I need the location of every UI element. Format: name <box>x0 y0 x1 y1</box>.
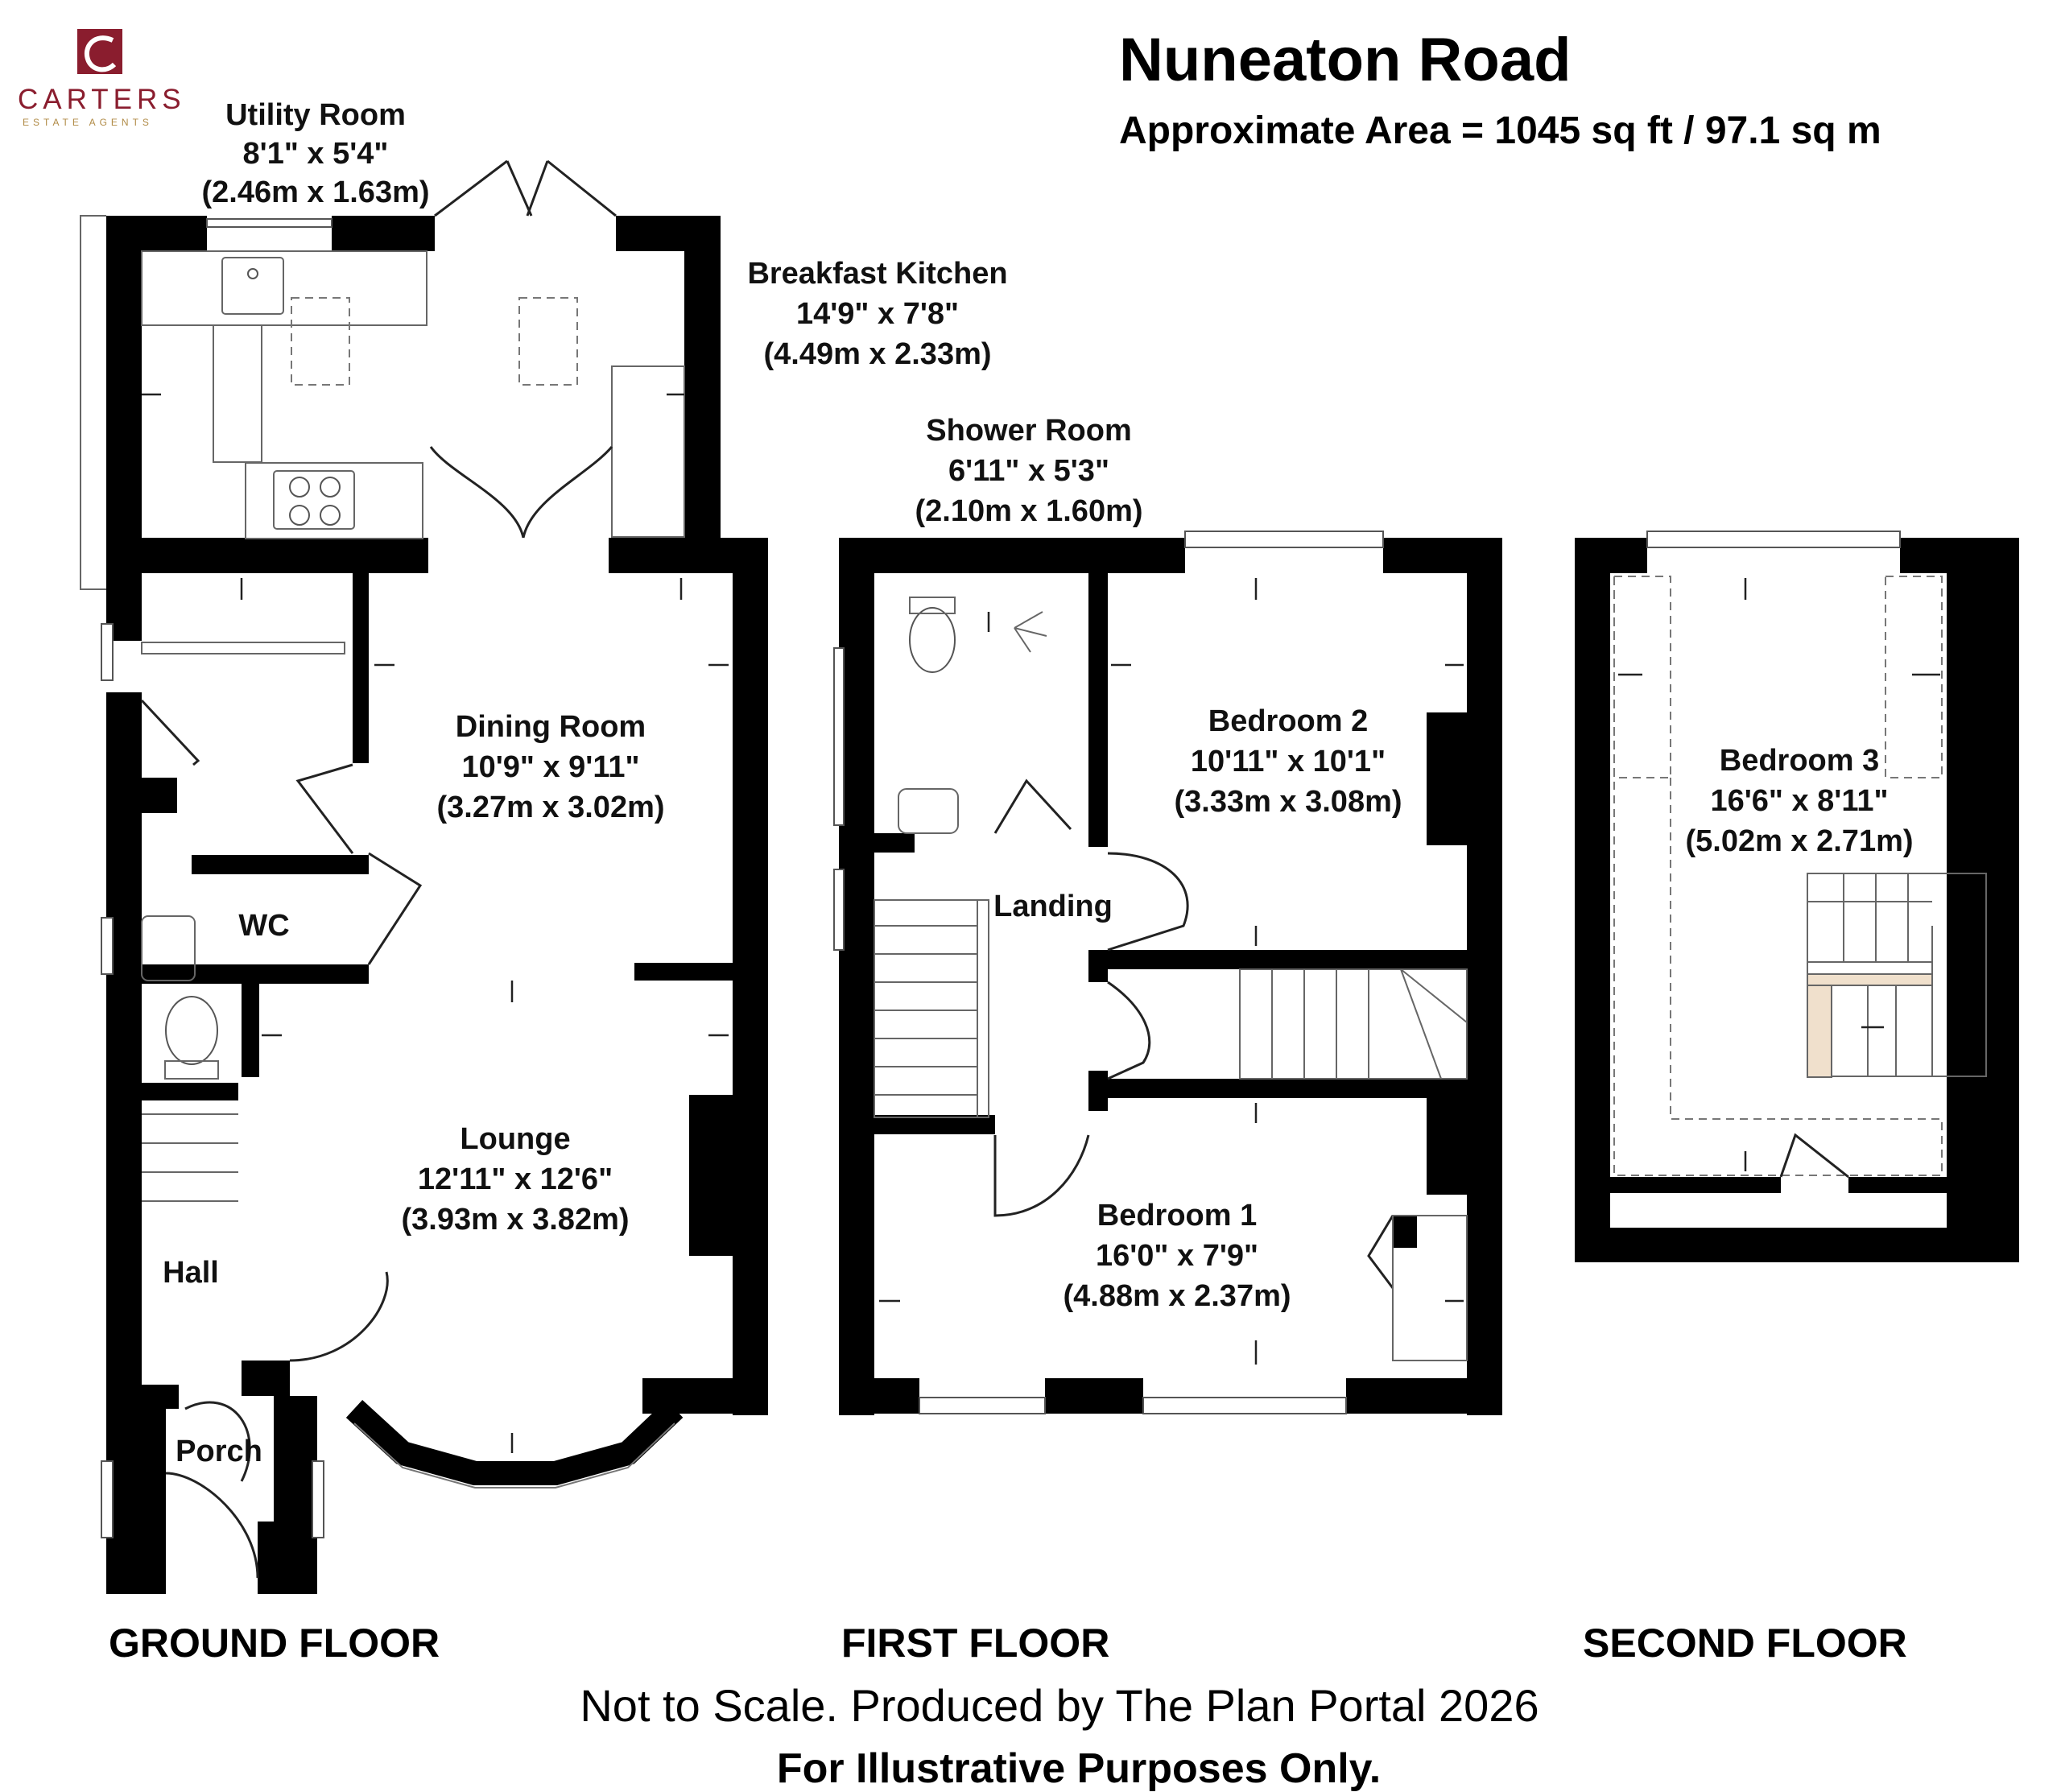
room-metric: (3.33m x 3.08m) <box>1174 785 1402 819</box>
room-name: Bedroom 2 <box>1208 704 1368 738</box>
room-metric: (5.02m x 2.71m) <box>1685 824 1913 858</box>
room-hall: Hall <box>163 1256 219 1290</box>
room-dining: Dining Room 10'9" x 9'11" (3.27m x 3.02m… <box>436 710 664 824</box>
room-imperial: 10'11" x 10'1" <box>1191 745 1386 778</box>
room-imperial: 14'9" x 7'8" <box>796 297 959 331</box>
second-floor-label: SECOND FLOOR <box>1583 1621 1907 1666</box>
ground-floor-label: GROUND FLOOR <box>109 1621 440 1666</box>
approximate-area: Approximate Area = 1045 sq ft / 97.1 sq … <box>1119 109 1881 152</box>
carters-logo: CARTERS ESTATE AGENTS <box>18 29 186 128</box>
room-metric: (4.88m x 2.37m) <box>1063 1279 1291 1313</box>
brand-tagline: ESTATE AGENTS <box>23 117 153 128</box>
room-lounge: Lounge 12'11" x 12'6" (3.93m x 3.82m) <box>401 1122 629 1237</box>
room-utility: Utility Room 8'1" x 5'4" (2.46m x 1.63m) <box>201 98 429 209</box>
second-floor-plan <box>1575 531 2019 1262</box>
room-metric: (2.46m x 1.63m) <box>201 175 429 209</box>
room-bedroom-3: Bedroom 3 16'6" x 8'11" (5.02m x 2.71m) <box>1685 744 1913 858</box>
room-metric: (3.27m x 3.02m) <box>436 791 664 824</box>
disclaimer-illustrative: For Illustrative Purposes Only. <box>777 1745 1381 1792</box>
room-imperial: 16'0" x 7'9" <box>1096 1239 1258 1273</box>
room-imperial: 8'1" x 5'4" <box>243 137 389 171</box>
room-imperial: 12'11" x 12'6" <box>418 1162 613 1196</box>
room-metric: (4.49m x 2.33m) <box>763 337 991 371</box>
room-shower: Shower Room 6'11" x 5'3" (2.10m x 1.60m) <box>915 414 1142 528</box>
room-name: Breakfast Kitchen <box>747 257 1007 291</box>
room-kitchen: Breakfast Kitchen 14'9" x 7'8" (4.49m x … <box>747 257 1007 371</box>
sink-icon <box>221 257 284 315</box>
room-name: Dining Room <box>456 710 646 744</box>
toilet-icon <box>909 607 956 673</box>
property-title: Nuneaton Road <box>1119 26 1572 94</box>
room-name: Utility Room <box>225 98 406 132</box>
room-metric: (2.10m x 1.60m) <box>915 494 1142 528</box>
first-floor-label: FIRST FLOOR <box>841 1621 1109 1666</box>
room-name: Bedroom 3 <box>1720 744 1879 778</box>
room-imperial: 16'6" x 8'11" <box>1710 784 1888 818</box>
toilet-icon <box>165 996 218 1065</box>
room-wc: WC <box>238 909 289 943</box>
brand-name: CARTERS <box>18 84 186 115</box>
room-porch: Porch <box>176 1435 262 1468</box>
ground-floor-plan <box>80 159 768 1594</box>
first-floor-plan <box>833 531 1502 1415</box>
room-name: Shower Room <box>926 414 1131 448</box>
room-imperial: 6'11" x 5'3" <box>948 454 1109 488</box>
hob-icon <box>273 470 355 530</box>
room-bedroom-2: Bedroom 2 10'11" x 10'1" (3.33m x 3.08m) <box>1174 704 1402 819</box>
basin-icon <box>898 788 959 834</box>
room-landing: Landing <box>993 890 1113 923</box>
room-imperial: 10'9" x 9'11" <box>461 750 639 784</box>
room-name: Bedroom 1 <box>1097 1199 1257 1233</box>
room-name: Lounge <box>460 1122 570 1156</box>
disclaimer-scale: Not to Scale. Produced by The Plan Porta… <box>580 1680 1539 1731</box>
room-metric: (3.93m x 3.82m) <box>401 1203 629 1237</box>
room-bedroom-1: Bedroom 1 16'0" x 7'9" (4.88m x 2.37m) <box>1063 1199 1291 1313</box>
basin-icon <box>141 915 196 981</box>
